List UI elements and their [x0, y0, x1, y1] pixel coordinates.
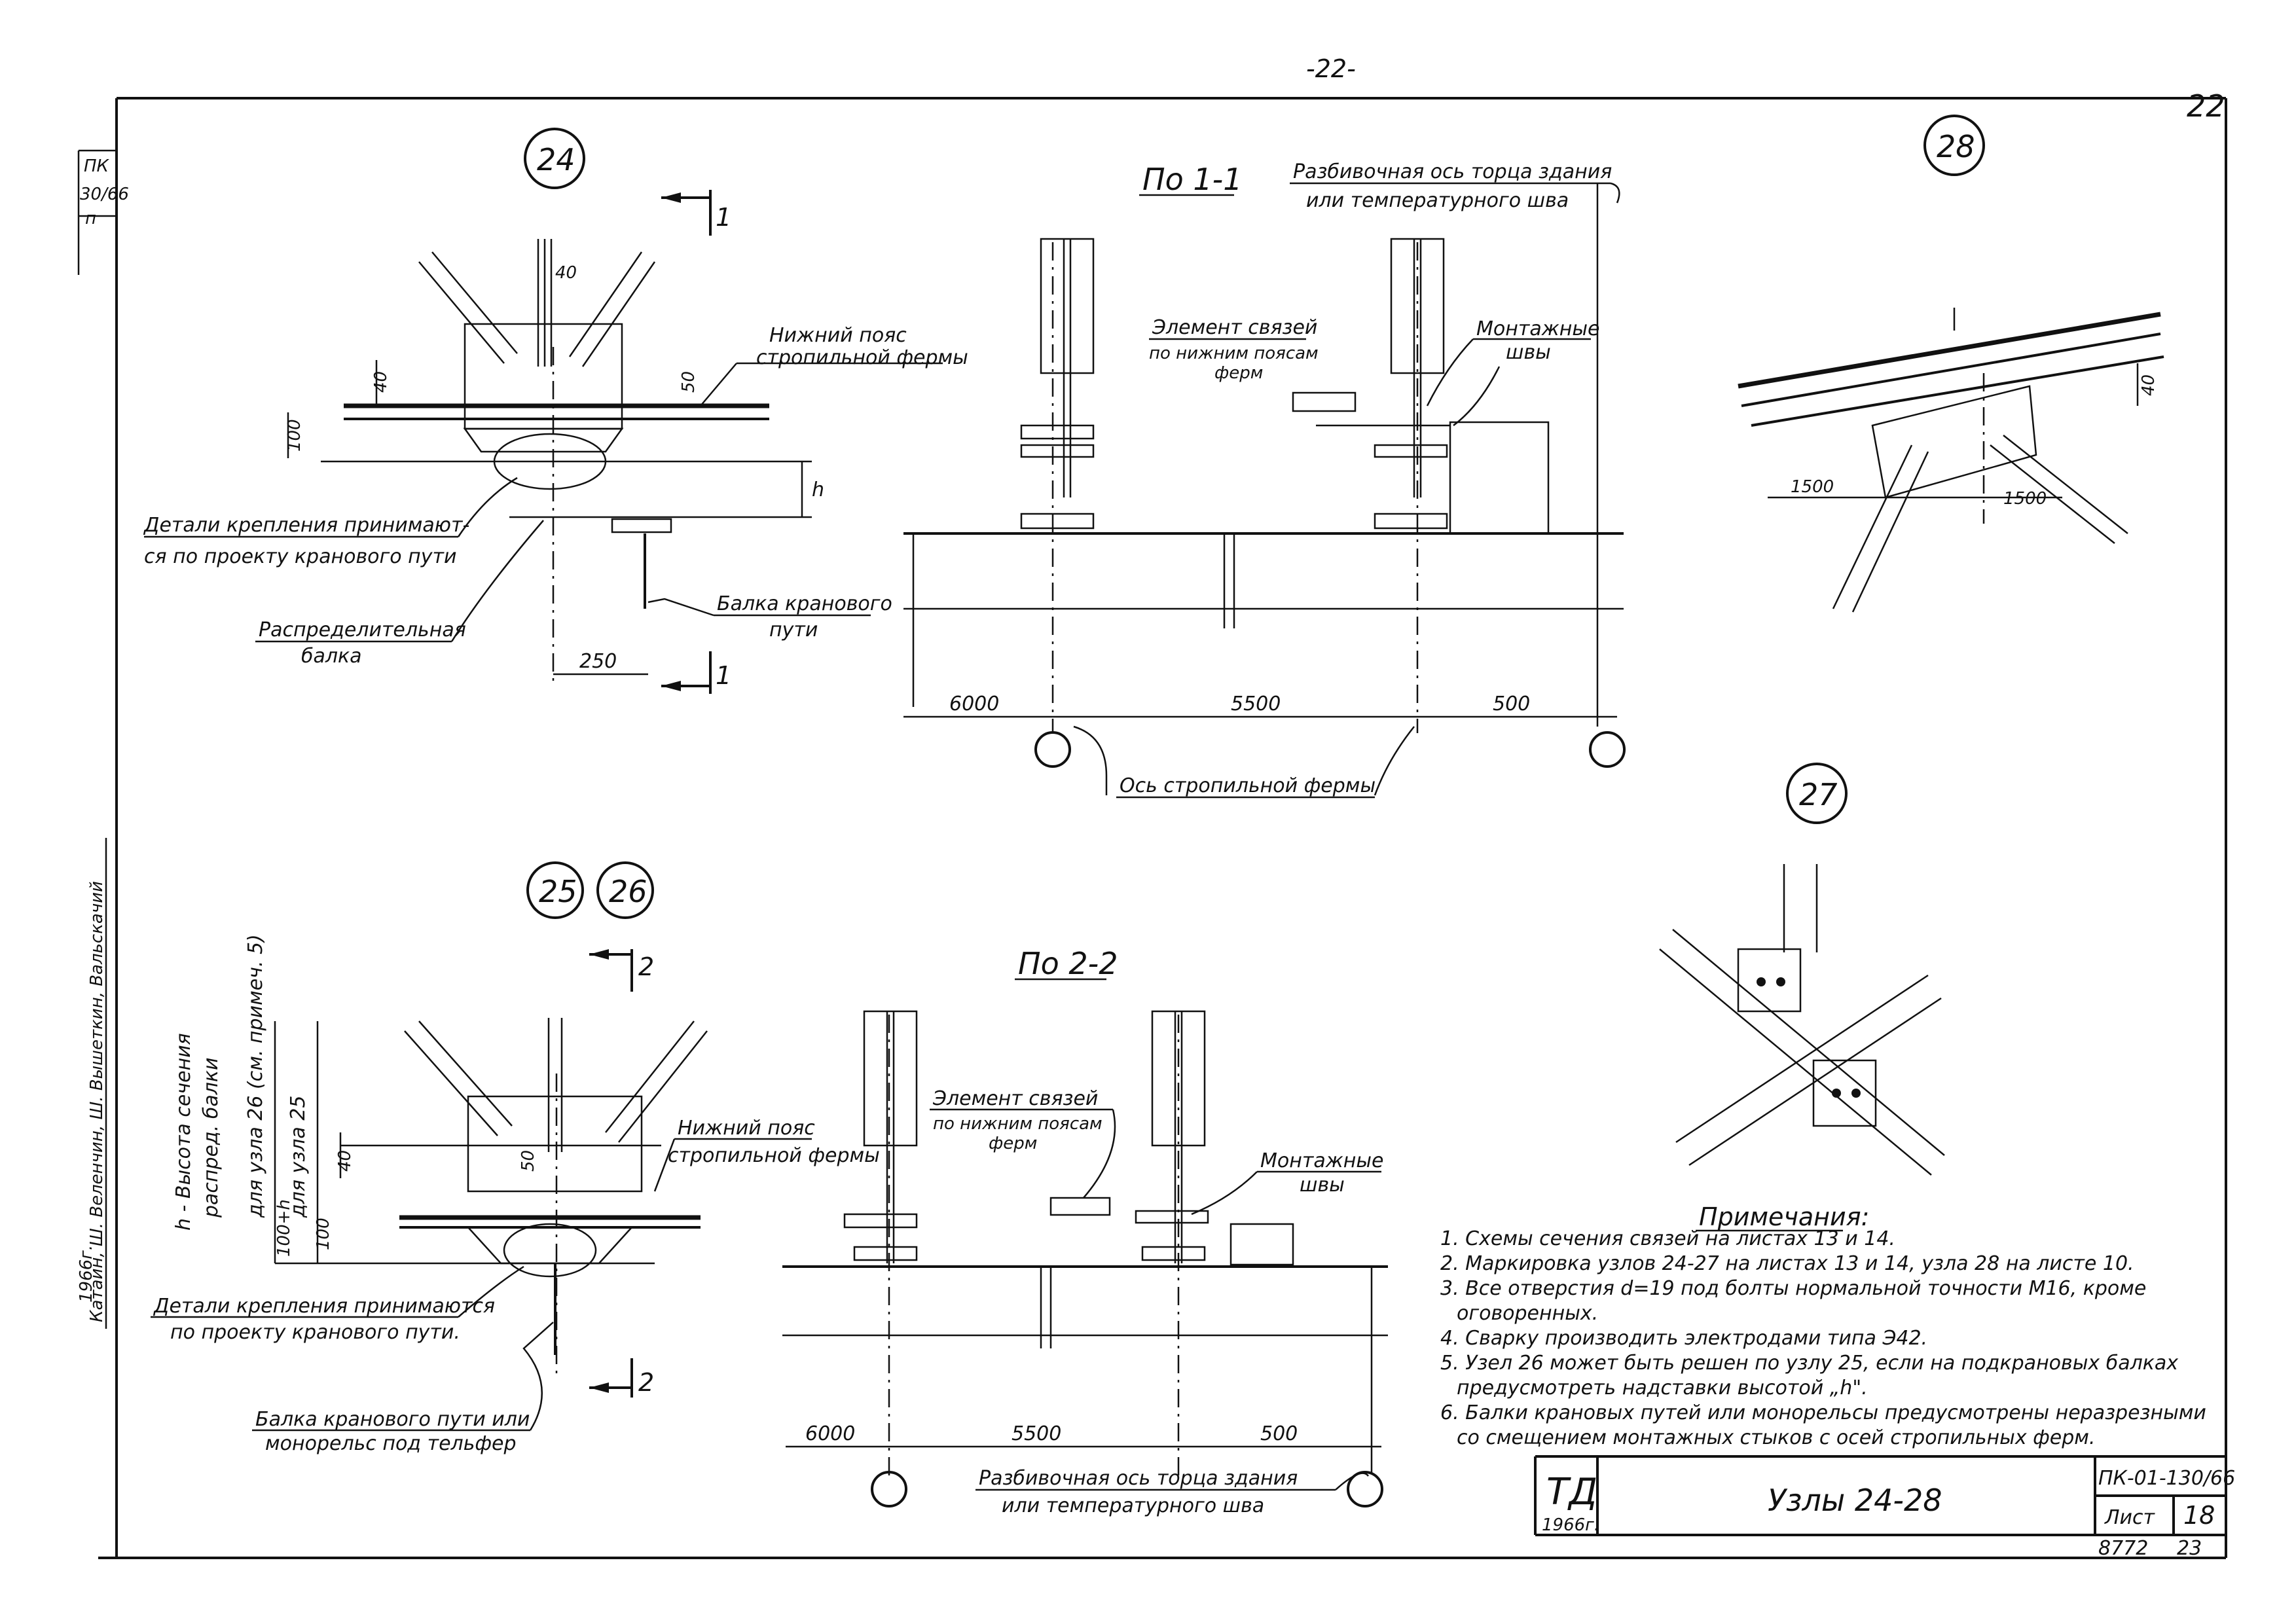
- cut-2-top-label: 2: [638, 952, 654, 981]
- n25-dim-50: 50: [519, 1150, 538, 1172]
- node-26-label: 26: [609, 874, 647, 909]
- s2-bracing-label-2: по нижним поясам: [933, 1114, 1102, 1134]
- strip-label-3: п: [85, 209, 96, 228]
- s2-bracing-label-1: Элемент связей: [932, 1087, 1098, 1110]
- n28-dim-1500b: 1500: [2003, 489, 2047, 509]
- corner-number: 22: [2187, 88, 2225, 124]
- s1-dim-500: 500: [1493, 693, 1530, 715]
- s2-dim-6000: 6000: [805, 1422, 855, 1445]
- n25-dim-100h: 100+h: [274, 1199, 294, 1257]
- node26-note: для узла 26 (см. примеч. 5): [244, 934, 267, 1218]
- note-6: 6. Балки крановых путей или монорельсы п…: [1440, 1401, 2206, 1424]
- note-1: 1. Схемы сечения связей на листах 13 и 1…: [1440, 1227, 1895, 1250]
- n25-dim-40: 40: [335, 1150, 355, 1172]
- h-note-1: h - Высота сечения: [172, 1033, 195, 1231]
- s1-dim-6000: 6000: [949, 693, 999, 715]
- note-5: 5. Узел 26 может быть решен по узлу 25, …: [1440, 1352, 2178, 1375]
- section-1-1: По 1-1 Разбивочная ось торца здания или …: [903, 160, 1626, 799]
- cut-1-bottom-label: 1: [716, 661, 731, 690]
- s2-bracing-label-3: ферм: [989, 1134, 1037, 1153]
- section-1-axis-note-2: или температурного шва: [1306, 189, 1569, 212]
- archive-number: 8772: [2098, 1537, 2148, 1560]
- n24-chord-label-2: стропильной фермы: [756, 346, 968, 369]
- notes-block: Примечания: 1. Схемы сечения связей на л…: [1440, 1202, 2206, 1449]
- s1-bracing-label-1: Элемент связей: [1152, 316, 1317, 339]
- s1-bracing-label-2: по нижним поясам: [1149, 344, 1319, 363]
- s2-axis-note-1: Разбивочная ось торца здания: [979, 1467, 1298, 1490]
- node-25-label: 25: [539, 874, 577, 909]
- node-24-detail: 24 1 40 40 50 100 h: [143, 128, 968, 694]
- title-sheet-label: Лист: [2104, 1506, 2156, 1529]
- node-28-detail: 28 1500 1500 40: [1738, 115, 2164, 613]
- node-28-label: 28: [1937, 129, 1975, 164]
- s1-mount-label-2: швы: [1506, 341, 1551, 364]
- n24-dim-100: 100: [285, 419, 304, 452]
- s2-axis-note-2: или температурного шва: [1002, 1494, 1264, 1517]
- n24-dist-beam-label-1: Распределительная: [259, 619, 466, 641]
- n25-crane-label-1: Балка кранового пути или: [255, 1408, 530, 1431]
- left-strip: ПК 30/66 п Катаин, Ш. Веленчин, Ш. Вышет…: [77, 149, 129, 1329]
- strip-label-1: ПК: [84, 156, 110, 176]
- title-logo: ТД: [1546, 1471, 1597, 1513]
- n24-detail-label-2: ся по проекту кранового пути: [144, 545, 456, 568]
- s2-mount-label-2: швы: [1300, 1174, 1345, 1197]
- note-6b: со смещением монтажных стыков с осей стр…: [1457, 1426, 2095, 1449]
- n24-crane-beam-label-2: пути: [769, 619, 818, 641]
- cut-2-bottom-label: 2: [638, 1368, 654, 1397]
- section-2-2: По 2-2 Элемент связей по нижним поясам ф…: [782, 946, 1388, 1517]
- title-block: ТД 1966г. Узлы 24-28 ПК-01-130/66 Лист 1…: [1534, 1455, 2235, 1560]
- title-code: ПК-01-130/66: [2098, 1467, 2235, 1490]
- n25-chord-label-2: стропильной фермы: [668, 1144, 880, 1167]
- n24-dim-250: 250: [579, 650, 617, 673]
- sheet-frame: [98, 97, 2227, 1559]
- truss-axis-label: Ось стропильной фермы: [1120, 774, 1376, 797]
- strip-label-2: 30/66: [80, 185, 129, 204]
- note-3: 3. Все отверстия d=19 под болты нормальн…: [1440, 1277, 2146, 1300]
- strip-vertical-text: Катаин, Ш. Веленчин, Ш. Вышеткин, Вальск…: [87, 881, 107, 1322]
- n24-dim-h: h: [812, 478, 824, 501]
- s1-dim-5500: 5500: [1231, 693, 1281, 715]
- section-2-title: По 2-2: [1018, 946, 1118, 981]
- n28-dim-40: 40: [2139, 374, 2159, 396]
- node-24-label: 24: [537, 142, 575, 177]
- n25-detail-label-1: Детали крепления принимаются: [153, 1295, 495, 1318]
- page-number: -22-: [1306, 54, 1356, 83]
- strip-year: 1966г.: [77, 1245, 96, 1303]
- n25-detail-label-2: по проекту кранового пути.: [170, 1321, 460, 1344]
- n24-detail-label-1: Детали крепления принимают-: [143, 514, 469, 537]
- n24-dim-40: 40: [371, 371, 391, 393]
- s1-mount-label-1: Монтажные: [1476, 317, 1600, 340]
- n25-dim-100: 100: [314, 1218, 333, 1250]
- n25-crane-label-2: монорельс под тельфер: [265, 1432, 517, 1455]
- title-year: 1966г.: [1542, 1515, 1599, 1535]
- section-1-axis-note-1: Разбивочная ось торца здания: [1293, 160, 1612, 183]
- note-4: 4. Сварку производить электродами типа Э…: [1440, 1327, 1927, 1350]
- note-2: 2. Маркировка узлов 24-27 на листах 13 и…: [1440, 1252, 2134, 1275]
- note-5b: предусмотреть надставки высотой „h".: [1457, 1377, 1868, 1399]
- title-main: Узлы 24-28: [1768, 1483, 1942, 1518]
- node-25-26-detail: 25 26 2 2 h - Высота сечения распред. ба…: [151, 861, 880, 1455]
- n24-dist-beam-label-2: балка: [301, 645, 362, 668]
- s1-bracing-label-3: ферм: [1214, 363, 1263, 383]
- cut-1-top-label: 1: [716, 203, 731, 232]
- s2-mount-label-1: Монтажные: [1260, 1149, 1384, 1172]
- node-27-label: 27: [1799, 777, 1838, 812]
- s2-dim-500: 500: [1260, 1422, 1298, 1445]
- node25-note: для узла 25: [287, 1096, 310, 1218]
- n25-chord-label-1: Нижний пояс: [678, 1117, 815, 1140]
- s2-dim-5500: 5500: [1011, 1422, 1061, 1445]
- n24-chord-label-1: Нижний пояс: [769, 324, 907, 347]
- notes-title: Примечания:: [1699, 1202, 1869, 1231]
- title-sheet-number: 18: [2183, 1501, 2215, 1530]
- h-note-2: распред. балки: [200, 1057, 223, 1218]
- n28-dim-1500a: 1500: [1791, 477, 1834, 497]
- section-1-title: По 1-1: [1142, 162, 1243, 197]
- archive-page: 23: [2177, 1537, 2202, 1560]
- node-27-detail: 27: [1659, 763, 1945, 1176]
- note-3b: оговоренных.: [1457, 1302, 1598, 1325]
- n24-dim-40b: 40: [555, 263, 577, 283]
- n24-crane-beam-label-1: Балка кранового: [717, 592, 892, 615]
- n24-dim-50: 50: [679, 371, 699, 393]
